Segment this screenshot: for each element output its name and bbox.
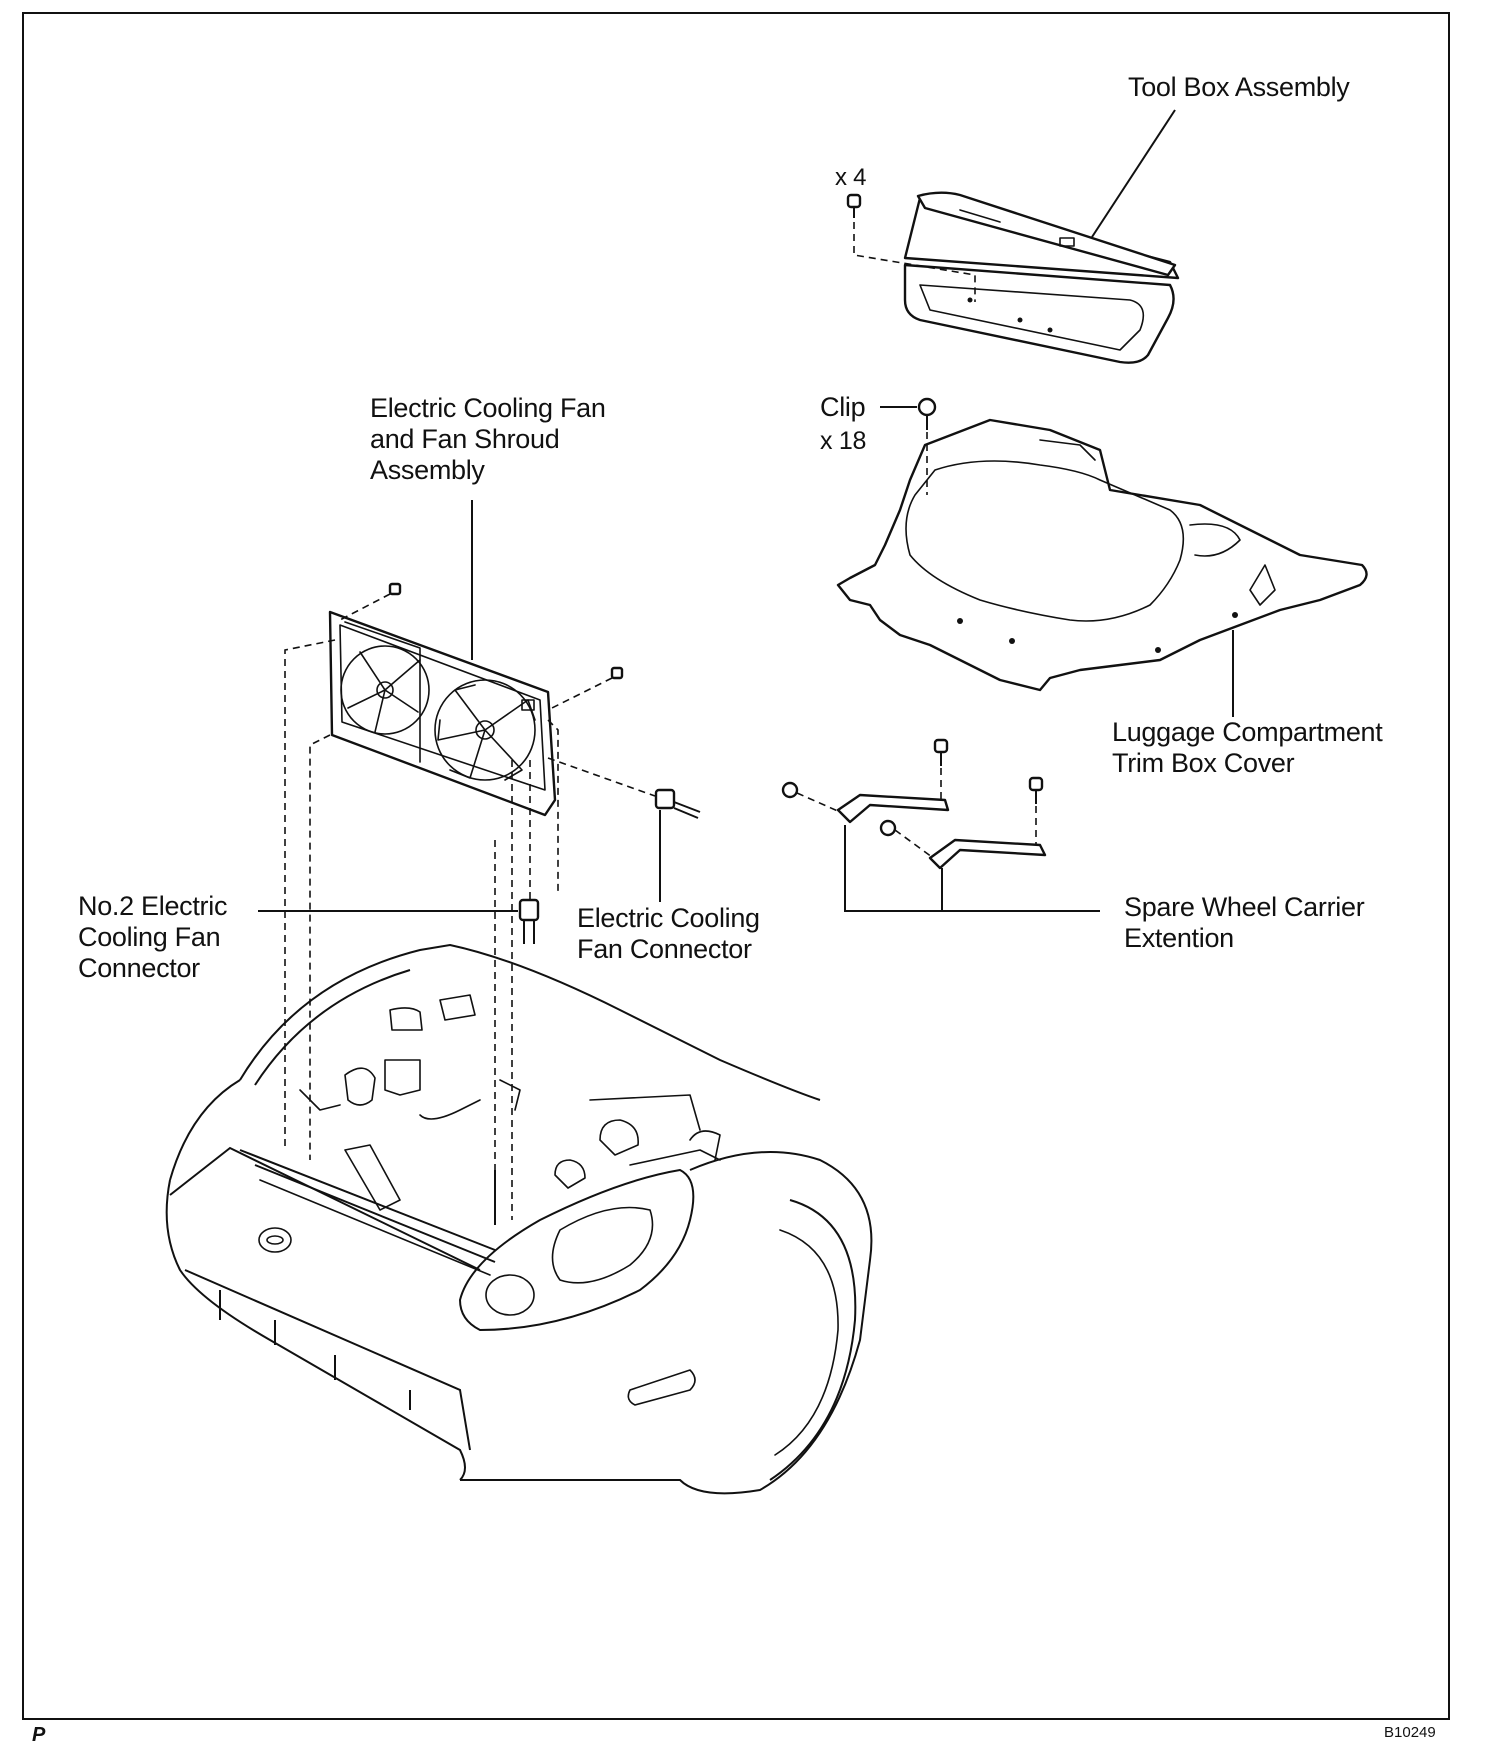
label-luggage-compartment-trim-box-cover: Luggage Compartment Trim Box Cover bbox=[1112, 717, 1383, 778]
electric-cooling-fan-shroud-assembly bbox=[328, 610, 557, 817]
label-spare-wheel-carrier-extension: Spare Wheel Carrier Extention bbox=[1124, 892, 1365, 953]
vehicle-front-icon bbox=[165, 943, 873, 1495]
clip-icon bbox=[917, 397, 937, 430]
tool-box-bolt-icon bbox=[846, 193, 862, 218]
figure-id: B10249 bbox=[1384, 1724, 1436, 1741]
label-electric-cooling-fan-shroud-assembly: Electric Cooling Fan and Fan Shroud Asse… bbox=[370, 393, 606, 485]
tool-box-assembly bbox=[903, 191, 1180, 364]
luggage-compartment-trim-box-cover bbox=[836, 418, 1368, 692]
label-no2-electric-cooling-fan-connector: No.2 Electric Cooling Fan Connector bbox=[78, 891, 228, 983]
label-electric-cooling-fan-connector: Electric Cooling Fan Connector bbox=[577, 903, 760, 964]
corner-letter: P bbox=[32, 1724, 46, 1746]
label-clip-quantity: x 18 bbox=[820, 427, 867, 455]
diagram-frame bbox=[22, 12, 1450, 1720]
label-clip: Clip bbox=[820, 392, 866, 422]
label-tool-box-quantity: x 4 bbox=[835, 164, 867, 191]
electric-cooling-fan-connector-icon bbox=[654, 788, 701, 819]
label-tool-box-assembly: Tool Box Assembly bbox=[1128, 72, 1350, 102]
spare-wheel-carrier-extension bbox=[781, 738, 1047, 870]
no2-electric-cooling-fan-connector-icon bbox=[518, 898, 540, 944]
fan-bolt-icon bbox=[388, 582, 624, 680]
